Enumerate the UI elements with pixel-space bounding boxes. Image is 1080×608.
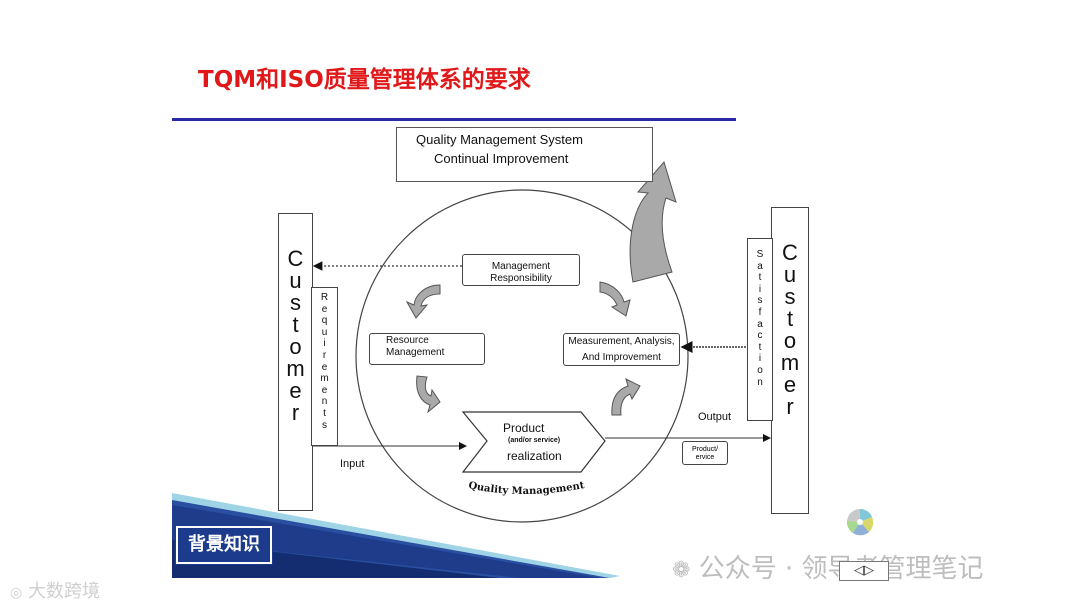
measurement-analysis-box: Measurement, Analysis, And Improvement [563,333,680,366]
watermark-left: ◎ 大数跨境 [10,577,100,603]
title-underline [172,118,736,121]
management-line2: Responsibility [490,273,552,284]
cycle-arrow-bottom-left [416,375,441,414]
satisfaction-label: S a t i s f a c t i o n [756,249,764,388]
product-realization-shape [461,411,606,473]
resource-line2: Management [386,347,445,358]
customer-left-label: C u s t o m e r [286,246,305,425]
section-banner-label: 背景知识 [176,526,272,564]
measurement-line1: Measurement, Analysis, [568,336,675,347]
product-service-box: Product/ ervice [682,441,728,465]
product-small-line1: Product/ [691,446,719,453]
customer-left-box: C u s t o m e r [278,213,313,511]
top-box-line2: Continual Improvement [434,151,569,166]
cycle-arrow-top-right [599,281,631,317]
slide-title: TQM和ISO质量管理体系的要求 [198,67,531,93]
corner-banner [172,493,620,578]
cycle-arrow-bottom-right [611,378,641,416]
product-line1: Product [503,421,545,435]
satisfaction-box: S a t i s f a c t i o n [747,238,773,421]
slide-nav-buttons[interactable]: ◁▷ [839,561,889,581]
customer-right-label: C u s t o m e r [780,240,800,419]
watermark-left-logo-icon: ◎ [10,585,23,601]
measurement-line2: And Improvement [582,352,661,363]
qms-circle [355,189,689,523]
requirements-box: R e q u i r e m e n t s [311,287,338,446]
management-line1: Management [491,261,551,272]
output-label: Output [698,411,732,423]
management-responsibility-box: Management Responsibility [462,254,580,286]
product-line3: realization [507,449,562,463]
product-line2: (and/or service) [508,437,561,444]
wechat-icon: ❁ [672,558,691,583]
input-label: Input [340,458,365,470]
continual-improvement-arrow [629,160,677,283]
top-box-line1: Quality Management System [416,132,583,147]
product-small-line2: ervice [695,454,715,461]
resource-line1: Resource [386,335,429,346]
customer-right-box: C u s t o m e r [771,207,809,514]
disc-icon [846,509,874,536]
qms-continual-improvement-box: Quality Management System Continual Impr… [396,127,653,182]
watermark-left-text: 大数跨境 [27,581,100,602]
requirements-label: R e q u i r e m e n t s [320,292,329,431]
resource-management-box: Resource Management [369,333,485,365]
watermark-right: ❁ 公众号 · 领导者管理笔记 [672,548,984,585]
cycle-arrow-top-left [405,284,441,319]
